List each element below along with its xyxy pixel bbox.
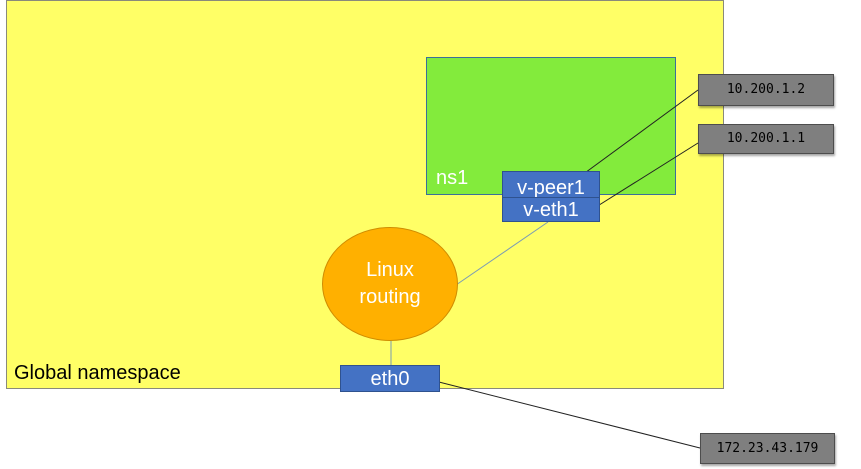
global-namespace-label: Global namespace [14, 362, 181, 384]
eth0-ip-label: 172.23.43.179 [700, 433, 835, 464]
eth0-to-ip-line [430, 379, 701, 449]
linux-routing-node: Linux routing [322, 227, 458, 341]
v-peer1-interface: v-peer1 [502, 171, 600, 198]
router-label-line2: routing [359, 286, 421, 308]
v-eth1-interface: v-eth1 [502, 197, 600, 222]
v-eth1-ip-label: 10.200.1.1 [698, 124, 834, 154]
ns1-namespace-label: ns1 [436, 167, 469, 189]
eth0-interface: eth0 [340, 365, 440, 392]
v-peer1-ip-label: 10.200.1.2 [698, 74, 834, 106]
router-label-line1: Linux [366, 259, 414, 281]
